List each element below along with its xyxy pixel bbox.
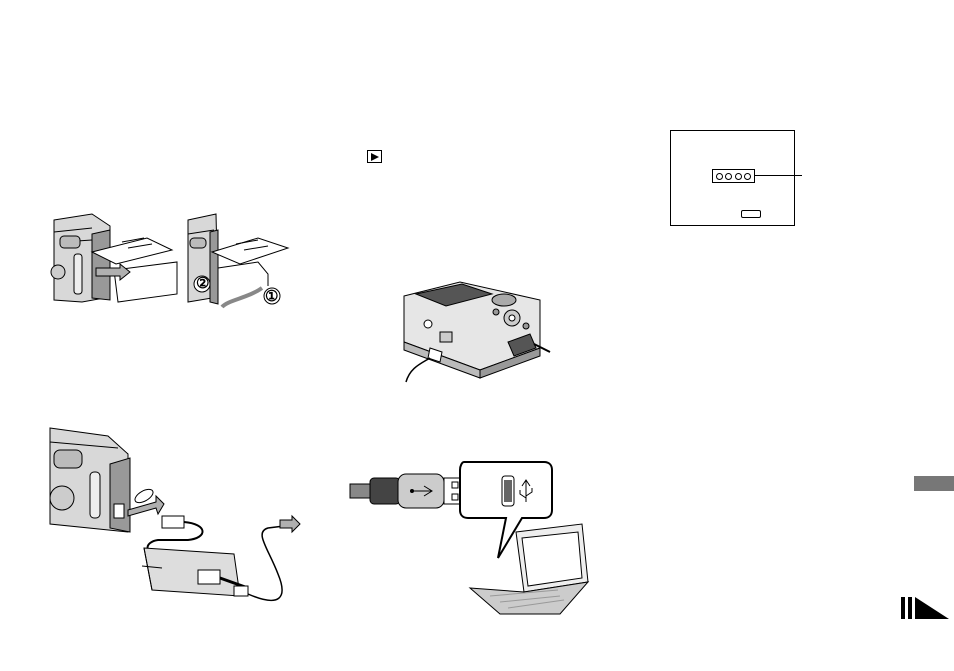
memory-card-insert-figure bbox=[52, 212, 182, 307]
code-digit bbox=[716, 173, 723, 180]
step-1-label: ① bbox=[265, 287, 278, 305]
usb-computer-figure bbox=[350, 460, 590, 618]
step-2-label: ② bbox=[196, 274, 209, 292]
error-screen-figure bbox=[670, 130, 795, 226]
callout-line bbox=[754, 175, 802, 176]
section-tab-marker bbox=[914, 476, 954, 491]
continue-arrow-icon bbox=[901, 597, 949, 619]
error-code-box bbox=[712, 169, 755, 183]
code-digit bbox=[744, 173, 751, 180]
code-digit bbox=[725, 173, 732, 180]
ac-adaptor-figure bbox=[48, 428, 300, 608]
screen-ok-button bbox=[741, 210, 761, 218]
code-digit bbox=[735, 173, 742, 180]
play-button-icon bbox=[367, 150, 382, 163]
camera-usb-figure bbox=[400, 278, 550, 382]
